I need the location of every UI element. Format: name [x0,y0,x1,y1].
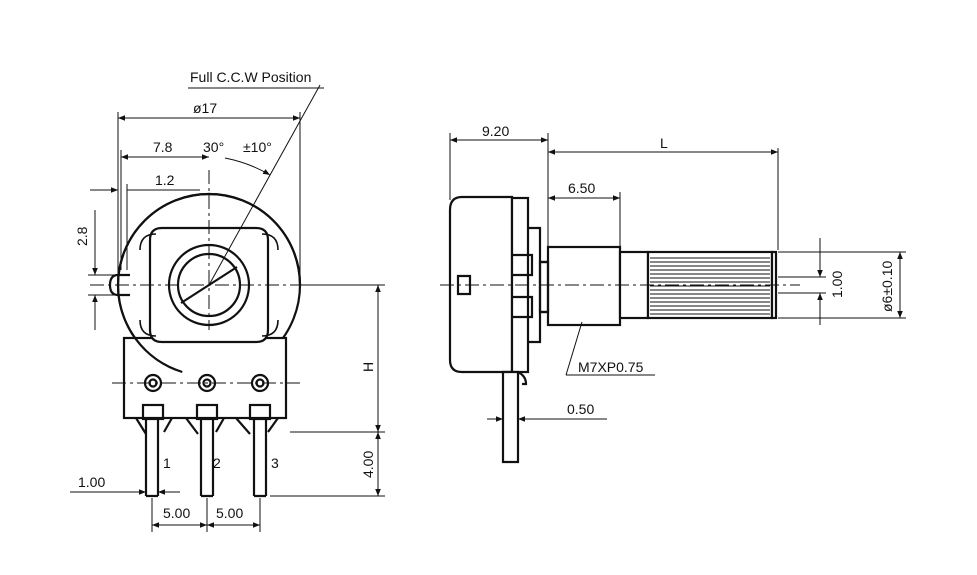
pin-3-body [252,419,268,498]
dim-6-50-label: 6.50 [568,180,595,196]
dim-shaft-diameter-label: ø6±0.10 [879,261,895,312]
side-housing [448,195,514,374]
pin-1-label: 1 [163,455,171,471]
dim-pitch-2-label: 5.00 [216,505,243,521]
pin-3-label: 3 [271,455,279,471]
terminal-hole-3 [250,373,270,393]
dim-1-2-label: 1.2 [155,172,175,188]
dim-2-8-label: 2.8 [74,226,90,246]
tolerance-label: ±10° [243,139,272,155]
side-terminal [501,370,520,464]
side-view: 9.20 L 6.50 1.00 ø6±0.10 M7XP0.75 0.50 [440,123,906,464]
dim-7-8-label: 7.8 [153,139,173,155]
dim-l-label: L [660,135,668,151]
front-view: Full C.C.W Position ø17 7.8 30° ±10° 1.2… [70,69,385,532]
dim-0-50-label: 0.50 [567,401,594,417]
dim-4-00-label: 4.00 [360,451,376,478]
pin-2-label: 2 [213,455,221,471]
dim-pin-width-label: 1.00 [78,474,105,490]
dim-flat-label: 1.00 [829,271,845,298]
dim-9-20-label: 9.20 [482,123,509,139]
terminal-hole-1 [143,373,163,393]
pin-1-body [144,419,160,498]
diameter-label: ø17 [193,100,217,116]
angle-label: 30° [203,139,224,155]
full-ccw-position-label: Full C.C.W Position [190,69,311,85]
thread-label: M7XP0.75 [578,359,644,375]
terminal-hole-2 [197,373,217,393]
dim-h-label: H [360,362,376,372]
dim-pitch-1-label: 5.00 [163,505,190,521]
pin-2-body [199,419,215,498]
bushing [546,245,622,327]
